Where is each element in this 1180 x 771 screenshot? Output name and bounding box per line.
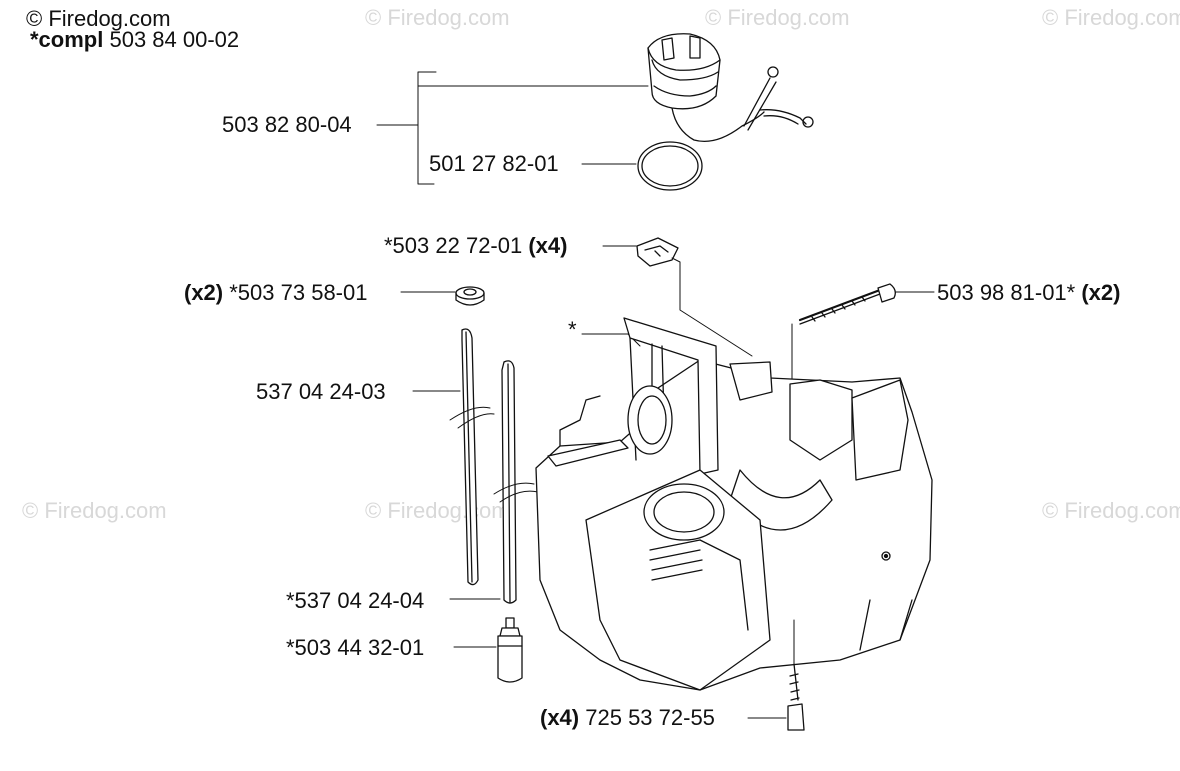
part-fuel-cap-label[interactable]: 503 82 80-04 xyxy=(222,112,352,137)
tank-housing-drawing xyxy=(535,317,933,691)
part-screw-bottom-label[interactable]: (x4) 725 53 72-55 xyxy=(540,706,715,730)
fuel-filter-drawing xyxy=(497,617,523,683)
watermark: © Firedog.com xyxy=(1042,498,1180,523)
complete-assembly-label: *compl 503 84 00-02 xyxy=(30,29,239,51)
screw-top-drawing xyxy=(798,283,896,325)
part-hose-alt-label[interactable]: *537 04 24-04 xyxy=(286,588,425,613)
grommet-drawing xyxy=(455,286,485,306)
watermark: © Firedog.com xyxy=(705,5,850,30)
part-nut-number: *503 22 72-01 xyxy=(384,233,523,258)
part-screw-top-label[interactable]: 503 98 81-01* (x2) xyxy=(937,281,1120,305)
tether-strap xyxy=(671,66,814,143)
copyright-text: © Firedog.com xyxy=(26,6,171,31)
part-grommet-label[interactable]: (x2) *503 73 58-01 xyxy=(184,281,367,305)
part-o-ring-label[interactable]: 501 27 82-01 xyxy=(429,151,559,176)
part-screw-top-qty: (x2) xyxy=(1081,280,1121,305)
screw-bottom-drawing xyxy=(787,619,805,731)
compl-number: 503 84 00-02 xyxy=(109,27,240,52)
part-grommet-number: *503 73 58-01 xyxy=(229,280,368,305)
part-nut-label[interactable]: *503 22 72-01 (x4) xyxy=(384,234,567,258)
part-hose-label[interactable]: 537 04 24-03 xyxy=(256,379,386,404)
part-grommet-qty: (x2) xyxy=(184,280,224,305)
watermark: © Firedog.com xyxy=(22,498,167,523)
part-screw-top-number: 503 98 81-01* xyxy=(937,280,1076,305)
watermark: © Firedog.com xyxy=(365,5,510,30)
watermark: © Firedog.com xyxy=(365,498,510,523)
part-filter-label[interactable]: *503 44 32-01 xyxy=(286,635,425,660)
tank-marker-label[interactable]: * xyxy=(568,317,577,342)
part-screw-bottom-number: 725 53 72-55 xyxy=(585,705,715,730)
watermark: © Firedog.com xyxy=(1042,5,1180,30)
compl-prefix: *compl xyxy=(30,27,104,52)
cap-bracket xyxy=(376,71,649,185)
o-ring-drawing xyxy=(637,141,703,191)
hose-drawing xyxy=(449,328,539,604)
part-screw-bottom-qty: (x4) xyxy=(540,705,580,730)
nut-drawing xyxy=(636,237,679,267)
part-nut-qty: (x4) xyxy=(528,233,568,258)
fuel-cap-drawing xyxy=(647,33,721,110)
